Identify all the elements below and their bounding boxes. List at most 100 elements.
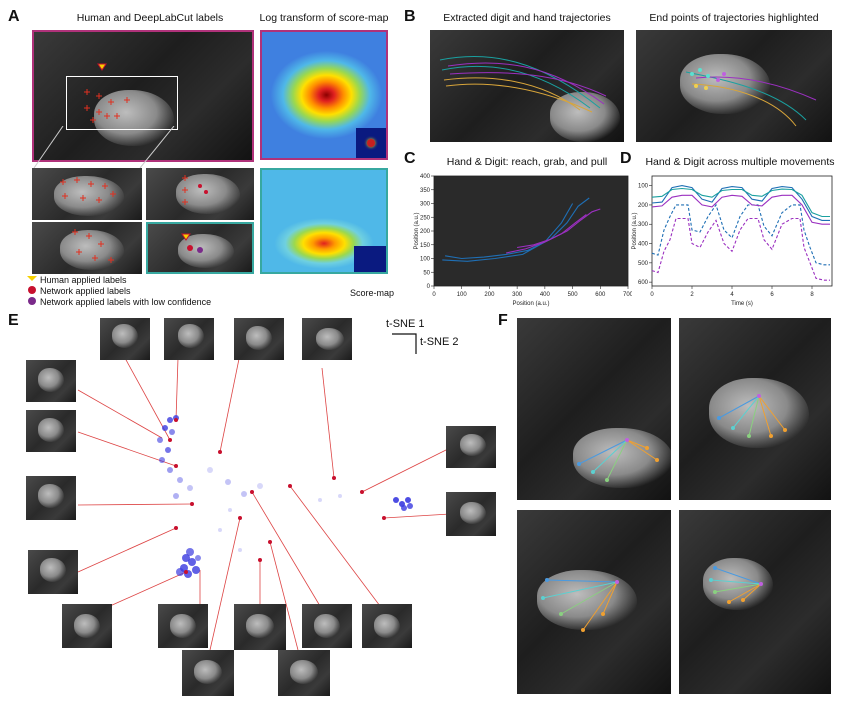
- hand-traj: [550, 92, 620, 142]
- pose-skeleton-3: [541, 578, 619, 632]
- tsne-thumb-hand: [194, 660, 222, 684]
- tsne-thumb-hand: [74, 614, 100, 638]
- score-map-label: Score-map: [350, 288, 395, 298]
- y-axis-label: Position (a.u.): [632, 212, 638, 249]
- human-dlc-labeled-image: [32, 30, 254, 162]
- tsne-thumb-hand: [38, 484, 64, 508]
- tsne-thumb-hand: [38, 368, 64, 392]
- tsne-thumb: [302, 318, 352, 360]
- pose-image-1: [517, 318, 671, 500]
- hand-crop-2: [176, 174, 240, 214]
- tsne-thumb: [158, 604, 208, 648]
- tsne-thumb-hand: [178, 324, 204, 348]
- panel-c-title: Hand & Digit: reach, grab, and pull: [446, 156, 608, 168]
- score-map-inset-peak: [367, 139, 375, 147]
- panel-letter-c: C: [404, 150, 416, 167]
- tsne-thumb: [278, 650, 330, 696]
- panel-a-title-right: Log transform of score-map: [259, 12, 389, 24]
- tsne-thumb-hand: [40, 558, 66, 582]
- tsne-thumb: [234, 604, 286, 650]
- y-tick-label: 150: [420, 243, 431, 249]
- y-axis-label: Position (a.u.): [414, 212, 420, 249]
- y-tick-label: 200: [420, 229, 431, 235]
- x-tick-label: 400: [540, 292, 551, 298]
- x-axis-label: Time (s): [731, 301, 753, 307]
- pose-skeleton-4: [709, 566, 763, 604]
- series-line-1: [651, 203, 830, 266]
- tsne-thumb: [362, 604, 412, 648]
- tsne-axis-glyph: [392, 333, 417, 354]
- x-tick-label: 2: [690, 292, 694, 298]
- y-tick-label: 300: [638, 222, 649, 228]
- tsne-thumb: [26, 360, 76, 402]
- tsne-thumb: [100, 318, 150, 360]
- x-tick-label: 8: [810, 292, 814, 298]
- x-tick-label: 500: [568, 292, 579, 298]
- x-tick-label: 4: [730, 292, 734, 298]
- crop-network-labels-2: [146, 222, 254, 274]
- label-markers: [84, 63, 130, 123]
- y-tick-label: 500: [638, 261, 649, 267]
- legend-lowconf-marker: [28, 297, 36, 305]
- y-tick-label: 200: [638, 203, 649, 209]
- trajectory-endpoints-image: [636, 30, 832, 142]
- x-tick-label: 300: [512, 292, 523, 298]
- pose-image-4: [679, 510, 831, 694]
- tsne-thumb-hand: [314, 614, 340, 638]
- label-markers-crop-1: [60, 177, 116, 203]
- tsne-thumb-hand: [374, 614, 400, 638]
- tsne-thumb: [62, 604, 112, 648]
- y-tick-label: 350: [420, 188, 431, 194]
- y-tick-label: 250: [420, 215, 431, 221]
- crop-human-labels-1: [32, 168, 142, 220]
- log-score-map: [260, 30, 388, 160]
- panel-letter-b: B: [404, 8, 416, 25]
- tsne-thumb: [26, 410, 76, 452]
- series-line-3: [505, 214, 587, 254]
- zoom-lines: [33, 126, 175, 169]
- panel-d-title: Hand & Digit across multiple movements: [645, 156, 835, 168]
- y-tick-label: 600: [638, 280, 649, 286]
- pose-skeleton-1: [577, 438, 659, 482]
- x-tick-label: 100: [457, 292, 468, 298]
- x-tick-label: 0: [432, 292, 436, 298]
- y-tick-label: 0: [427, 284, 431, 290]
- tsne-thumb: [302, 604, 352, 648]
- label-markers-crop-3: [72, 229, 114, 263]
- series-line-2: [651, 194, 830, 225]
- tsne-thumb-hand: [460, 434, 486, 456]
- pose-image-3: [517, 510, 671, 694]
- zoom-box: [66, 76, 178, 130]
- hand-crop-4: [178, 234, 234, 268]
- crop-human-labels-2: [32, 222, 142, 274]
- tsne-thumb: [182, 650, 234, 696]
- endpoint-markers: [685, 68, 817, 127]
- tsne-plot: [77, 353, 451, 651]
- panel-letter-f: F: [498, 312, 508, 329]
- panel-b-title-right: End points of trajectories highlighted: [649, 12, 819, 24]
- y-tick-label: 100: [638, 184, 649, 190]
- legend-lowconf-label: Network applied labels with low confiden…: [40, 297, 212, 307]
- panel-b-title-left: Extracted digit and hand trajectories: [443, 12, 611, 24]
- panel-letter-a: A: [8, 8, 20, 25]
- tsne-thumb: [234, 318, 284, 360]
- trajectory-lines: [439, 56, 607, 113]
- tsne-thumb: [164, 318, 214, 360]
- label-markers-crop-2: [182, 175, 208, 205]
- tsne-thumb: [26, 476, 76, 520]
- label-markers-crop-4: [181, 233, 203, 253]
- legend-human-marker: [27, 276, 37, 281]
- crop-network-labels-1: [146, 168, 254, 220]
- trajectories-image: [430, 30, 624, 142]
- tsne-points: [157, 415, 413, 578]
- tsne-thumb-hand: [170, 614, 196, 638]
- series-line-1: [442, 203, 574, 262]
- tsne-thumb-hand: [290, 660, 318, 684]
- human-label-arrow: [97, 63, 107, 71]
- tsne-highlighted-points: [168, 418, 386, 574]
- tsne-axis-2-label: t-SNE 2: [420, 336, 459, 348]
- series-line-2: [517, 208, 601, 249]
- series-line-4: [651, 187, 830, 218]
- x-axis-label: Position (a.u.): [512, 301, 549, 307]
- legend-markers: [27, 276, 37, 305]
